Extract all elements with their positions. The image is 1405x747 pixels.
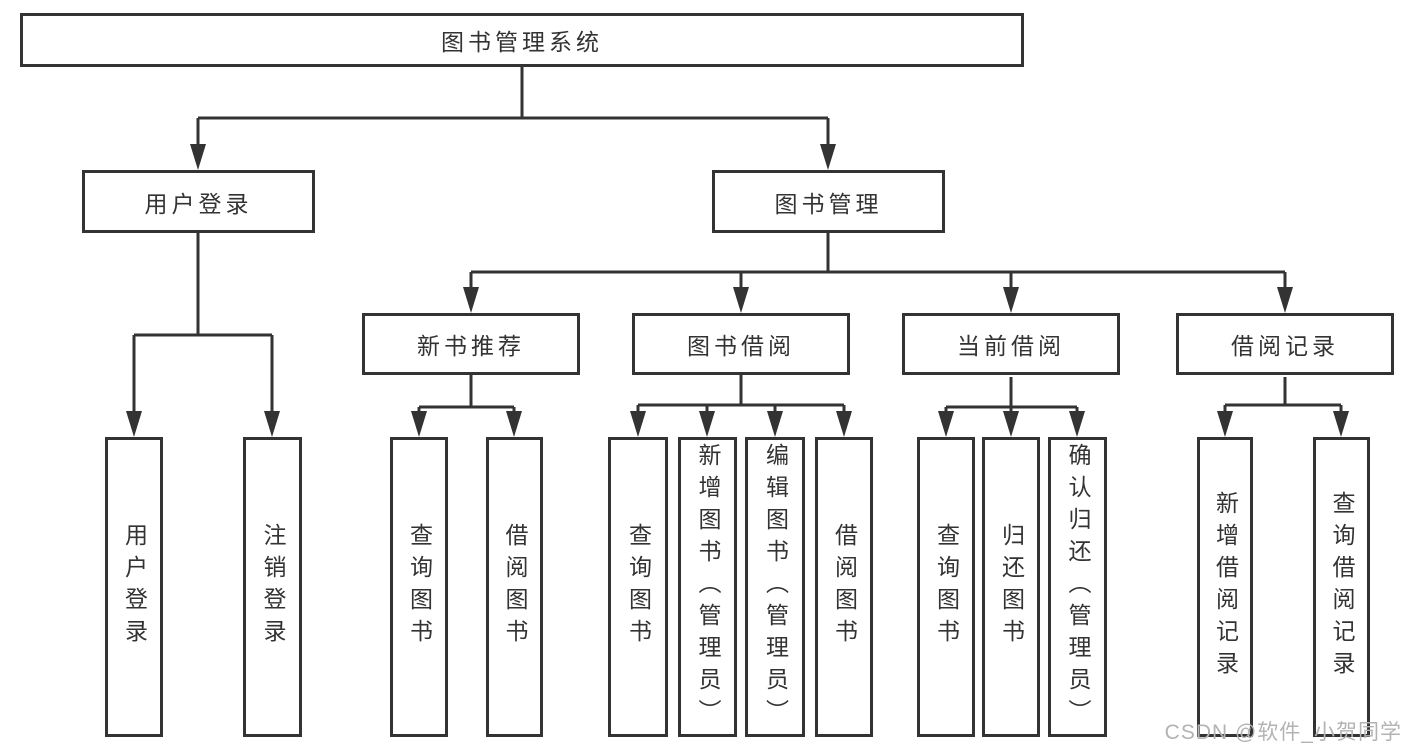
leaf-borrow-book-label: 借阅图书 bbox=[831, 523, 858, 651]
leaf-user-login-label: 用户登录 bbox=[121, 523, 148, 651]
leaf-confirm-return-admin-label: 确认归还（管理员） bbox=[1065, 443, 1091, 731]
leaf-add-borrow-record-label: 新增借阅记录 bbox=[1212, 491, 1239, 683]
node-current-borrow: 当前借阅 bbox=[902, 313, 1120, 375]
leaf-borrow-add-admin: 新增图书（管理员） bbox=[678, 437, 737, 737]
node-new-book-recommend: 新书推荐 bbox=[362, 313, 580, 375]
node-system-root: 图书管理系统 bbox=[20, 13, 1024, 67]
leaf-borrow-edit-admin: 编辑图书（管理员） bbox=[745, 437, 805, 737]
leaf-query-borrow-record-label: 查询借阅记录 bbox=[1329, 491, 1355, 683]
node-book-borrow: 图书借阅 bbox=[632, 313, 850, 375]
leaf-newbook-borrow-label: 借阅图书 bbox=[502, 523, 528, 651]
leaf-borrow-edit-admin-label: 编辑图书（管理员） bbox=[762, 443, 789, 731]
leaf-current-query-label: 查询图书 bbox=[933, 523, 960, 651]
leaf-borrow-book: 借阅图书 bbox=[815, 437, 873, 737]
leaf-confirm-return-admin: 确认归还（管理员） bbox=[1048, 437, 1107, 737]
leaf-add-borrow-record: 新增借阅记录 bbox=[1197, 437, 1253, 737]
leaf-query-borrow-record: 查询借阅记录 bbox=[1313, 437, 1370, 737]
leaf-newbook-borrow: 借阅图书 bbox=[486, 437, 543, 737]
leaf-current-query: 查询图书 bbox=[917, 437, 975, 737]
leaf-user-login: 用户登录 bbox=[105, 437, 163, 737]
leaf-newbook-query-label: 查询图书 bbox=[406, 523, 433, 651]
leaf-borrow-add-admin-label: 新增图书（管理员） bbox=[695, 443, 721, 731]
leaf-borrow-query: 查询图书 bbox=[608, 437, 668, 737]
leaf-logout-label: 注销登录 bbox=[260, 523, 286, 651]
node-user-login: 用户登录 bbox=[82, 170, 315, 233]
leaf-return-book: 归还图书 bbox=[982, 437, 1040, 737]
node-book-management: 图书管理 bbox=[712, 170, 945, 233]
leaf-return-book-label: 归还图书 bbox=[998, 523, 1025, 651]
leaf-newbook-query: 查询图书 bbox=[390, 437, 448, 737]
leaf-logout: 注销登录 bbox=[243, 437, 302, 737]
leaf-borrow-query-label: 查询图书 bbox=[625, 523, 652, 651]
node-borrow-records: 借阅记录 bbox=[1176, 313, 1394, 375]
